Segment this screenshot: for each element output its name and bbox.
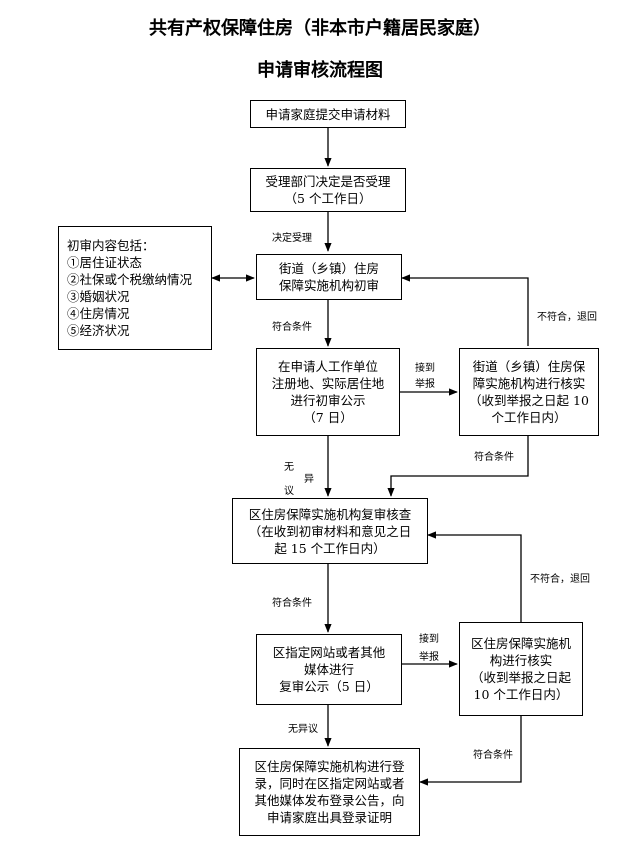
box-verify-2: 区住房保障实施机 构进行核实 （收到举报之日起 10 个工作日内）: [459, 622, 583, 716]
label-qualified-1: 符合条件: [272, 322, 312, 333]
label-report-1a: 接到: [415, 363, 435, 374]
label-report-1b: 举报: [415, 379, 435, 390]
arrow-verify2-return: [427, 531, 522, 622]
label-unqualified-return-1: 不符合，退回: [537, 312, 597, 323]
label-decide-accept: 决定受理: [272, 233, 312, 244]
label-report-2b: 举报: [419, 652, 439, 663]
box-review-contents: 初审内容包括： ①居住证状态 ②社保或个税缴纳情况 ③婚姻状况 ④住房情况 ⑤经…: [58, 226, 212, 350]
box-public-notice-2: 区指定网站或者其他 媒体进行 复审公示（5 日）: [256, 634, 402, 705]
label-qualified-2: 符合条件: [474, 452, 514, 463]
label-qualified-4: 符合条件: [473, 750, 513, 761]
label-qualified-3: 符合条件: [272, 598, 312, 609]
label-no-objection-1c: 议: [284, 486, 294, 497]
label-report-2a: 接到: [419, 634, 439, 645]
page-title: 共有产权保障住房（非本市户籍居民家庭）: [149, 18, 491, 39]
label-unqualified-return-2: 不符合，退回: [530, 574, 590, 585]
box-register: 区住房保障实施机构进行登 录，同时在区指定网站或者 其他媒体发布登录公告，向 申…: [239, 748, 420, 836]
box-district-review: 区住房保障实施机构复审核查 （在收到初审材料和意见之日 起 15 个工作日内）: [232, 498, 428, 564]
arrow-verify1-to-district: [387, 436, 529, 497]
box-verify-1: 街道（乡镇）住房保 障实施机构进行核实 （收到举报之日起 10 个工作日内）: [459, 348, 599, 436]
box-accept-decision: 受理部门决定是否受理 （5 个工作日）: [250, 168, 406, 212]
label-no-objection-2: 无异议: [288, 724, 318, 735]
box-submit-materials: 申请家庭提交申请材料: [250, 100, 406, 128]
box-initial-review: 街道（乡镇）住房 保障实施机构初审: [256, 254, 402, 300]
label-no-objection-1a: 无: [284, 462, 294, 473]
arrow-verify2-to-register: [419, 716, 522, 786]
arrow-verify1-return: [401, 274, 529, 346]
page-subtitle: 申请审核流程图: [257, 60, 383, 81]
box-public-notice-1: 在申请人工作单位 注册地、实际居住地 进行初审公示 （7 日）: [256, 348, 400, 436]
label-no-objection-1b: 异: [304, 474, 314, 485]
